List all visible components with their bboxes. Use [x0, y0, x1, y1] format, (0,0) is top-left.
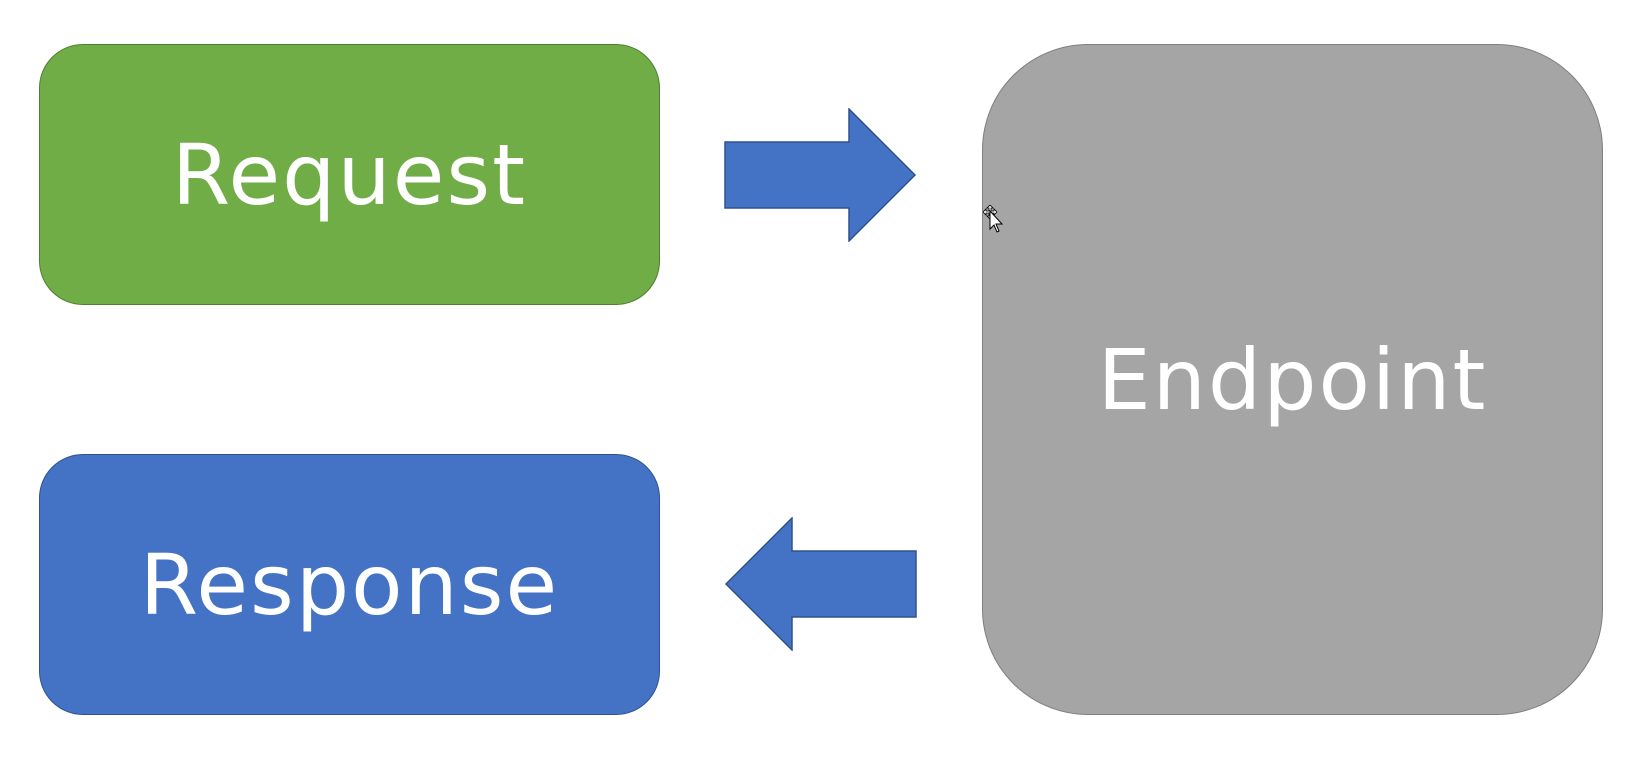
endpoint-to-response-arrow [724, 517, 917, 651]
endpoint-label: Endpoint [1097, 330, 1488, 429]
response-label: Response [139, 535, 560, 634]
request-to-endpoint-arrow [724, 108, 917, 242]
request-label: Request [171, 125, 528, 224]
arrow-left-icon [724, 517, 917, 651]
arrow-right-icon [724, 108, 917, 242]
response-box[interactable]: Response [39, 454, 660, 715]
move-cursor-icon [983, 205, 1004, 233]
request-box[interactable]: Request [39, 44, 660, 305]
endpoint-box[interactable]: Endpoint [982, 44, 1603, 715]
